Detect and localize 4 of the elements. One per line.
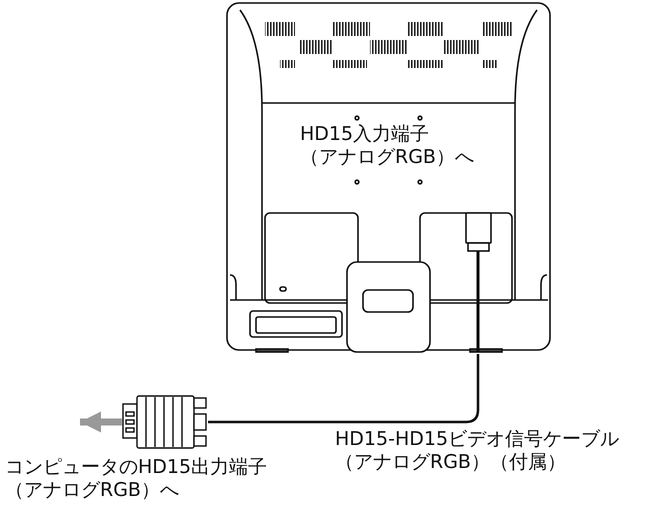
direction-arrow xyxy=(80,412,122,432)
port-label: HD15入力端子（アナログRGB）へ xyxy=(300,123,475,169)
connector-label: コンピュータのHD15出力端子（アナログRGB）へ xyxy=(5,456,268,502)
cable xyxy=(208,354,480,424)
